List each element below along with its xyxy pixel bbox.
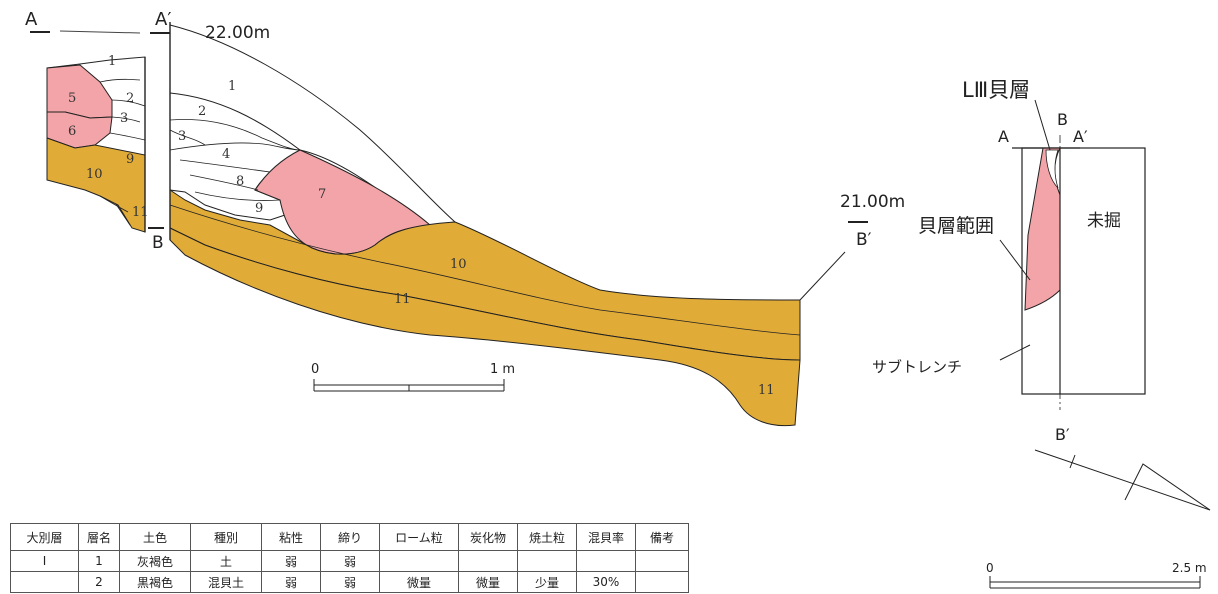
label-shell-layer: LⅢ貝層 bbox=[962, 78, 1030, 102]
layer-number: 11 bbox=[394, 292, 411, 307]
table-cell bbox=[379, 550, 459, 572]
layer-number: 10 bbox=[86, 167, 103, 182]
scale-end: 2.5 m bbox=[1172, 561, 1207, 575]
table-cell: 弱 bbox=[320, 571, 380, 593]
table-header-cell: 大別層 bbox=[10, 523, 79, 551]
label-a-prime: A′ bbox=[155, 9, 171, 30]
table-header-cell: 焼土粒 bbox=[517, 523, 577, 551]
scale-bar-1m: 0 1 m bbox=[311, 362, 515, 392]
section-line-top bbox=[30, 30, 868, 229]
label-elev-bottom: 21.00m bbox=[840, 192, 905, 212]
layer-number: 6 bbox=[68, 124, 76, 139]
label-b-prime: B′ bbox=[856, 230, 872, 250]
table-header-cell: 種別 bbox=[190, 523, 262, 551]
table-header-cell: 締り bbox=[320, 523, 380, 551]
table-cell: 黒褐色 bbox=[119, 571, 191, 593]
layer-number: 3 bbox=[178, 129, 186, 144]
layer-number: 11 bbox=[132, 205, 149, 220]
table-header-cell: 炭化物 bbox=[458, 523, 518, 551]
table-cell: 少量 bbox=[517, 571, 577, 593]
table-cell: 2 bbox=[78, 571, 120, 593]
table-cell bbox=[10, 571, 79, 593]
label-elev-top: 22.00m bbox=[205, 23, 270, 43]
table-cell: 灰褐色 bbox=[119, 550, 191, 572]
table-cell: 1 bbox=[78, 550, 120, 572]
table-cell bbox=[635, 550, 689, 572]
label-b: B bbox=[152, 233, 164, 253]
scale-bar-2-5m: 0 2.5 m bbox=[986, 561, 1207, 589]
main-loam-11 bbox=[169, 227, 801, 427]
layer-number: 3 bbox=[120, 111, 128, 126]
main-section-block bbox=[169, 22, 846, 427]
table-header-cell: 層名 bbox=[78, 523, 120, 551]
layer-number: 2 bbox=[126, 91, 134, 106]
table-cell: Ⅰ bbox=[10, 550, 79, 572]
layer-number: 5 bbox=[68, 91, 76, 106]
scale-start: 0 bbox=[986, 561, 994, 575]
table-header-cell: 混貝率 bbox=[576, 523, 636, 551]
layer-number: 8 bbox=[236, 174, 244, 189]
north-arrow bbox=[1034, 449, 1211, 511]
label-a: A bbox=[25, 9, 38, 30]
plan-label-b-prime: B′ bbox=[1055, 425, 1070, 444]
layer-number: 4 bbox=[222, 147, 230, 162]
main-ground-line bbox=[799, 251, 846, 301]
layer-number: 2 bbox=[198, 104, 206, 119]
table-header-cell: ローム粒 bbox=[379, 523, 459, 551]
label-shell-range: 貝層範囲 bbox=[918, 215, 994, 237]
left-loam-10 bbox=[46, 137, 146, 233]
plan-label-b: B bbox=[1057, 110, 1068, 129]
table-cell: 土 bbox=[190, 550, 262, 572]
layer-number: 1 bbox=[108, 54, 116, 69]
plan-view bbox=[999, 99, 1146, 410]
plan-label-a: A bbox=[998, 127, 1009, 146]
table-row: Ⅰ 1 灰褐色 土 弱 弱 bbox=[10, 550, 689, 572]
table-header-cell: 粘性 bbox=[261, 523, 321, 551]
layer-number: 9 bbox=[255, 201, 263, 216]
layer-number: 1 bbox=[228, 79, 236, 94]
scale-end: 1 m bbox=[490, 362, 515, 377]
leader-shell-range bbox=[999, 239, 1031, 281]
layer-number: 9 bbox=[126, 152, 134, 167]
table-cell: 弱 bbox=[261, 550, 321, 572]
soil-table: 大別層 層名 土色 種別 粘性 締り ローム粒 炭化物 焼土粒 混貝率 備考 Ⅰ… bbox=[10, 523, 689, 593]
table-cell: 30% bbox=[576, 571, 636, 593]
table-cell: 混貝土 bbox=[190, 571, 262, 593]
left-section-block bbox=[46, 56, 146, 233]
table-cell: 弱 bbox=[320, 550, 380, 572]
label-subtrench: サブトレンチ bbox=[872, 358, 962, 376]
leader-subtrench bbox=[999, 344, 1031, 361]
plan-label-a-prime: A′ bbox=[1073, 127, 1088, 146]
main-inner-boundary bbox=[169, 204, 801, 336]
layer-number: 10 bbox=[450, 257, 467, 272]
table-cell: 弱 bbox=[261, 571, 321, 593]
table-cell bbox=[517, 550, 577, 572]
table-header-row: 大別層 層名 土色 種別 粘性 締り ローム粒 炭化物 焼土粒 混貝率 備考 bbox=[10, 523, 689, 551]
plan-inner-white bbox=[1045, 149, 1059, 189]
main-layer-lines bbox=[169, 119, 301, 201]
table-cell bbox=[576, 550, 636, 572]
table-row: 2 黒褐色 混貝土 弱 弱 微量 微量 少量 30% bbox=[10, 571, 689, 593]
leader-shell-layer bbox=[1034, 99, 1051, 151]
left-layer-lines bbox=[99, 78, 146, 213]
layer-number: 7 bbox=[318, 187, 326, 202]
label-unexcavated: 未掘 bbox=[1087, 211, 1121, 231]
table-header-cell: 土色 bbox=[119, 523, 191, 551]
scale-start: 0 bbox=[311, 362, 319, 377]
table-cell bbox=[458, 550, 518, 572]
table-cell: 微量 bbox=[379, 571, 459, 593]
layer-number: 11 bbox=[758, 383, 775, 398]
table-header-cell: 備考 bbox=[635, 523, 689, 551]
table-cell bbox=[635, 571, 689, 593]
table-cell: 微量 bbox=[458, 571, 518, 593]
